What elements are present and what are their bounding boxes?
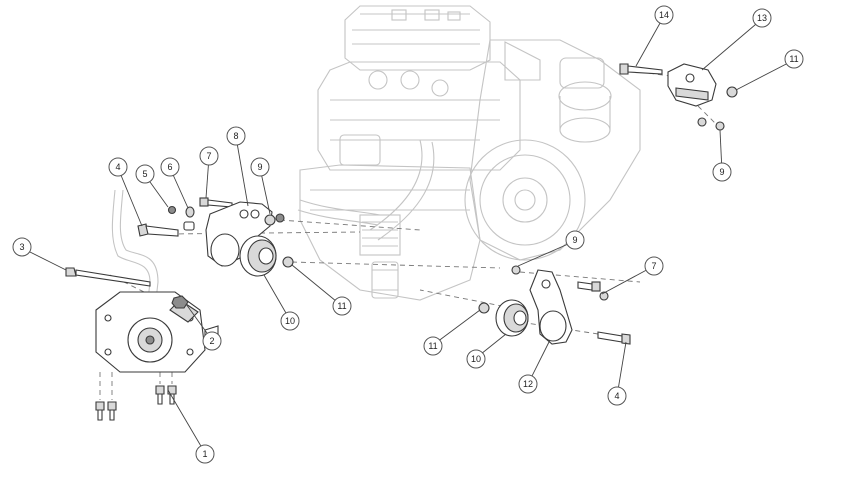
svg-text:7: 7: [206, 151, 211, 161]
callout-10-right: 10: [466, 349, 486, 369]
svg-text:6: 6: [167, 162, 172, 172]
long-bolt-top-right: [619, 63, 663, 75]
tensioner-bolt-right: [597, 331, 631, 345]
svg-text:10: 10: [285, 316, 295, 326]
svg-text:5: 5: [142, 169, 147, 179]
svg-text:11: 11: [337, 301, 346, 311]
callout-9-left: 9: [250, 157, 270, 177]
svg-text:11: 11: [428, 341, 437, 351]
svg-text:12: 12: [523, 379, 533, 389]
svg-text:9: 9: [572, 235, 577, 245]
callout-10-left: 10: [280, 311, 300, 331]
tensioner-bracket-left: [205, 201, 273, 267]
idler-pulley-right: [495, 299, 529, 337]
svg-text:7: 7: [651, 261, 656, 271]
callout-12: 12: [518, 374, 538, 394]
pump-nut: [171, 295, 189, 309]
svg-text:9: 9: [719, 167, 724, 177]
svg-text:10: 10: [471, 354, 481, 364]
callout-7-right: 7: [644, 256, 664, 276]
nut-11-top-right: [726, 86, 738, 98]
callout-2: 2: [202, 331, 222, 351]
long-bolt-left: [65, 267, 151, 287]
water-pump: [95, 291, 219, 373]
callout-6: 6: [160, 157, 180, 177]
svg-text:3: 3: [19, 242, 24, 252]
callout-4-left: 4: [108, 157, 128, 177]
callout-5: 5: [135, 164, 155, 184]
engine-block: [111, 5, 641, 301]
callout-1: 1: [195, 444, 215, 464]
callout-9-top-right: 9: [712, 162, 732, 182]
callout-14: 14: [654, 5, 674, 25]
callout-7-left: 7: [199, 146, 219, 166]
callout-11-right: 11: [423, 336, 443, 356]
nuts-9-top-right: [697, 117, 725, 131]
callout-11-top-right: 11: [784, 49, 804, 69]
nut-9-right: [511, 265, 521, 275]
bolt-7-right: [577, 281, 609, 301]
small-nut-5: [167, 205, 177, 215]
callout-13: 13: [752, 8, 772, 28]
svg-text:1: 1: [202, 449, 207, 459]
callout-8: 8: [226, 126, 246, 146]
nut-9-left: [264, 213, 285, 226]
svg-text:14: 14: [659, 10, 669, 20]
svg-text:8: 8: [233, 131, 238, 141]
svg-text:4: 4: [614, 391, 619, 401]
idler-pulley-left: [239, 235, 277, 277]
svg-text:2: 2: [209, 336, 214, 346]
svg-text:4: 4: [115, 162, 120, 172]
pump-bolts: [95, 385, 177, 421]
bolt-7-left: [199, 197, 233, 208]
callout-9-right: 9: [565, 230, 585, 250]
nut-11-right: [478, 302, 490, 314]
svg-text:9: 9: [257, 162, 262, 172]
nut-11-left: [282, 256, 294, 268]
svg-text:11: 11: [789, 54, 798, 64]
tensioner-bracket-right: [529, 269, 573, 345]
tensioner-bolt-left: [137, 223, 179, 237]
callout-3: 3: [12, 237, 32, 257]
svg-text:13: 13: [757, 13, 767, 23]
engine-mount-bracket: [667, 63, 717, 107]
washer-6: [183, 206, 195, 231]
callout-11-left: 11: [332, 296, 352, 316]
callout-4-right: 4: [607, 386, 627, 406]
